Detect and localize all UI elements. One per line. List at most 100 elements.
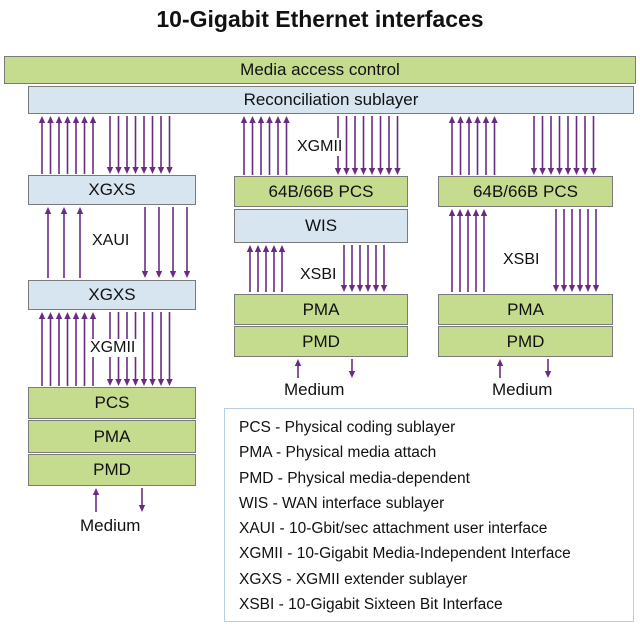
signal-arrow [368,116,376,175]
signal-arrow [348,245,356,292]
legend-box: PCS - Physical coding sublayer PMA - Phy… [224,408,634,622]
signal-arrow [573,116,580,175]
legend-item-wis: WIS - WAN interface sublayer [239,494,445,512]
legend-item-pcs: PCS - Physical coding sublayer [239,419,456,436]
signal-arrow [155,207,163,278]
signal-arrow [482,116,490,175]
signal-arrow [340,245,348,292]
reconciliation-sublayer: Reconciliation sublayer [28,86,634,114]
signal-arrow [380,245,388,292]
signal-arrow [254,245,262,292]
signal-arrow [456,209,464,292]
signal-arrow [169,207,177,278]
signal-arrow [72,116,80,174]
signal-arrow [81,116,88,174]
right-pmd: PMD [438,326,613,357]
legend-item-pmd: PMD - Physical media-dependent [239,469,470,487]
signal-arrow [149,116,156,174]
middle-medium-label: Medium [284,380,345,399]
signal-arrow [464,209,472,292]
signal-arrow [60,207,68,278]
signal-arrow [249,116,256,175]
signal-arrow [140,116,148,174]
signal-arrow [552,209,560,292]
signal-arrow [92,488,100,512]
signal-arrow [568,209,576,292]
signal-arrow [106,116,114,174]
signal-arrow [576,209,584,292]
signal-arrow [351,116,359,175]
signal-arrow [270,245,278,292]
legend-item-xgmii: XGMII - 10-Gigabit Media-Independent Int… [239,545,571,563]
signal-arrow [480,209,488,292]
signal-arrow [394,116,401,175]
left-pcs: PCS [28,387,196,419]
signal-arrow [123,116,131,174]
signal-arrow [274,116,282,175]
signal-arrow [47,312,54,386]
left-pma: PMA [28,420,196,453]
signal-arrow [257,116,265,175]
right-medium-label: Medium [492,380,553,399]
signal-arrow [166,312,173,386]
signal-arrow [343,116,350,175]
signal-arrow [55,116,63,174]
left-medium-label: Medium [80,516,141,535]
signal-arrow [564,116,572,175]
signal-arrow [360,116,367,175]
signal-arrow [157,312,165,386]
signal-arrow [157,116,165,174]
signal-arrow [348,359,356,378]
signal-arrow [544,359,552,378]
left-xaui-label: XAUI [90,232,132,250]
signal-arrow [76,207,84,278]
signal-arrow [283,116,290,175]
signal-arrow [590,116,597,175]
legend-item-xaui: XAUI - 10-Gbit/sec attachment user inter… [239,520,548,538]
right-pma: PMA [438,294,613,325]
left-xgxs-bottom: XGXS [28,280,196,310]
signal-arrow [539,116,546,175]
signal-arrow [240,116,248,175]
signal-arrow [47,116,54,174]
signal-arrow [472,209,480,292]
diagram-title: 10-Gigabit Ethernet interfaces [156,6,484,32]
signal-arrow [132,116,139,174]
signal-arrow [141,207,149,278]
signal-arrow [584,209,592,292]
signal-arrow [496,359,504,378]
signal-arrow [115,116,122,174]
left-pmd: PMD [28,454,196,486]
middle-pmd: PMD [234,326,408,357]
signal-arrow [581,116,589,175]
signal-arrow [138,488,146,512]
signal-arrow [89,116,97,174]
signal-arrow [64,312,71,386]
signal-arrow [266,116,273,175]
signal-arrow [448,209,456,292]
middle-wis: WIS [234,209,408,243]
signal-arrow [166,116,173,174]
signal-arrow [149,312,156,386]
signal-arrow [44,207,52,278]
middle-pma: PMA [234,294,408,325]
signal-arrow [140,312,148,386]
middle-xsbi-label: XSBI [298,266,339,284]
signal-arrow [294,359,302,378]
signal-arrow [385,116,393,175]
signal-arrow [81,312,88,386]
middle-64b66b-pcs: 64B/66B PCS [234,176,408,207]
legend-item-xgxs: XGXS - XGMII extender sublayer [239,570,468,588]
left-xgxs-top: XGXS [28,175,196,205]
signal-arrow [457,116,464,175]
signal-arrow [491,116,498,175]
signal-arrow [530,116,538,175]
signal-arrow [183,207,191,278]
signal-arrow [448,116,456,175]
signal-arrow [364,245,372,292]
signal-arrow [356,245,364,292]
signal-arrow [377,116,384,175]
middle-xgmii-label: XGMII [295,138,345,156]
right-xsbi-label: XSBI [501,251,542,269]
